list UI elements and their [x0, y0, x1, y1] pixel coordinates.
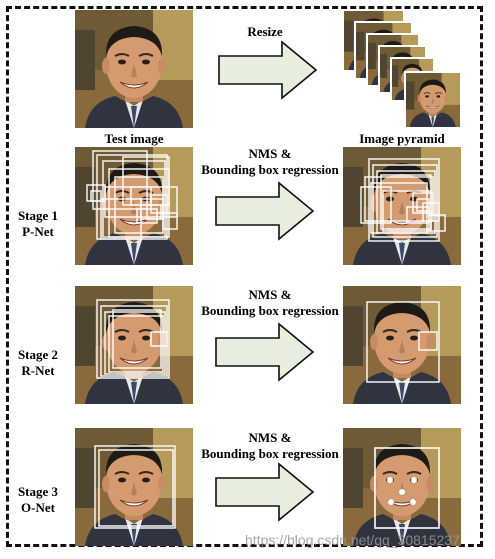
stage-2-output-image — [343, 286, 461, 404]
stage-2-input-image — [75, 286, 193, 404]
image-pyramid — [343, 10, 461, 128]
test-image — [75, 10, 193, 128]
stage-1-input-image — [75, 147, 193, 265]
stage-2-arrow-label-1: NMS & — [248, 287, 292, 302]
stage-3-arrow-label-1: NMS & — [248, 430, 292, 445]
stage-3-output-image — [343, 428, 461, 546]
stage-3-label: Stage 3 — [17, 484, 59, 499]
stage-2-arrow-label-2: Bounding box regression — [201, 303, 339, 318]
stage-1-output-image — [343, 147, 461, 265]
resize-label: Resize — [247, 24, 283, 39]
image-pyramid-caption: Image pyramid — [359, 131, 445, 146]
stage-1-net: P-Net — [22, 224, 54, 239]
stage-3-arrow — [215, 462, 315, 522]
resize-arrow — [218, 40, 318, 100]
stage-3-arrow-label-2: Bounding box regression — [201, 446, 339, 461]
test-image-caption: Test image — [104, 131, 164, 146]
stage-1-arrow-label-2: Bounding box regression — [201, 162, 339, 177]
stage-2-label: Stage 2 — [17, 347, 59, 362]
diagram-border — [6, 6, 483, 547]
stage-1-arrow-label-1: NMS & — [248, 146, 292, 161]
stage-2-arrow — [215, 322, 315, 382]
stage-1-label: Stage 1 — [17, 208, 59, 223]
stage-3-net: O-Net — [21, 500, 55, 515]
watermark: https://blog.csdn.net/qq_30815237 — [245, 532, 460, 548]
stage-2-net: R-Net — [21, 363, 55, 378]
stage-3-input-image — [75, 428, 193, 546]
stage-1-arrow — [215, 181, 315, 241]
